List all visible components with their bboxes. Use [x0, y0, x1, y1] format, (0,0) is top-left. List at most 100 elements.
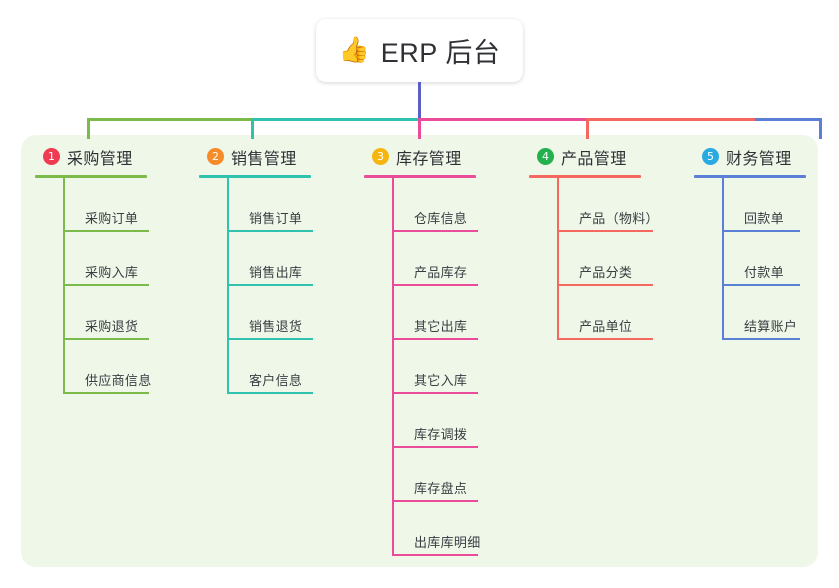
branch-item[interactable]: 产品单位: [557, 286, 659, 340]
bus-segment-3: [420, 118, 588, 121]
branch-item-label: 采购入库: [85, 265, 139, 280]
branch-item-label: 库存调拨: [414, 427, 468, 442]
branch-item-label: 仓库信息: [414, 211, 468, 226]
branch-item[interactable]: 出库库明细: [392, 502, 481, 556]
branch-stub-1: [87, 118, 90, 139]
branch-item-label: 产品（物料）: [579, 211, 659, 226]
branch-items-list: 销售订单销售出库销售退货客户信息: [227, 178, 313, 394]
root-connector-stem: [418, 82, 421, 120]
branch-item[interactable]: 产品库存: [392, 232, 481, 286]
branch-item-underline: [557, 230, 653, 232]
branch-header-3[interactable]: 3 库存管理: [364, 144, 481, 169]
branch-item-underline: [392, 500, 478, 502]
branch-spine: [557, 178, 559, 340]
branch-number-badge: 3: [372, 148, 389, 165]
branch-item-label: 其它出库: [414, 319, 468, 334]
branch-item[interactable]: 客户信息: [227, 340, 313, 394]
branch-item-label: 回款单: [744, 211, 784, 226]
branch-item-underline: [63, 392, 149, 394]
branch-underline: [694, 175, 806, 178]
bus-segment-1: [87, 118, 253, 121]
branches-panel: [21, 135, 818, 567]
branch-number-badge: 1: [43, 148, 60, 165]
branch-item[interactable]: 付款单: [722, 232, 806, 286]
branch-title: 库存管理: [396, 150, 462, 168]
branch-item[interactable]: 销售出库: [227, 232, 313, 286]
branch-underline: [364, 175, 476, 178]
root-node[interactable]: 👍 ERP 后台: [316, 19, 523, 82]
branch-item[interactable]: 产品（物料）: [557, 178, 659, 232]
branch-item[interactable]: 其它入库: [392, 340, 481, 394]
branch-item-label: 采购订单: [85, 211, 139, 226]
branch-title: 财务管理: [726, 150, 792, 168]
branch-stub-3: [418, 118, 421, 139]
branch-item-label: 付款单: [744, 265, 784, 280]
branch-spine: [722, 178, 724, 340]
branch-item[interactable]: 采购订单: [63, 178, 152, 232]
branch-item-underline: [722, 284, 800, 286]
branch-item-label: 销售出库: [249, 265, 303, 280]
branch-item-label: 采购退货: [85, 319, 139, 334]
branch-item-underline: [557, 284, 653, 286]
branch-item-label: 结算账户: [744, 319, 798, 334]
branch-number-badge: 2: [207, 148, 224, 165]
branch-number-badge: 4: [537, 148, 554, 165]
branch-underline: [199, 175, 311, 178]
branch-item-underline: [63, 338, 149, 340]
branch-item-underline: [392, 338, 478, 340]
branch-item[interactable]: 回款单: [722, 178, 806, 232]
branch-item-label: 供应商信息: [85, 373, 152, 388]
branch-spine: [63, 178, 65, 394]
branch-item-underline: [227, 338, 313, 340]
branch-item-underline: [722, 230, 800, 232]
branch-item-label: 客户信息: [249, 373, 303, 388]
branch-item-label: 库存盘点: [414, 481, 468, 496]
root-node-title: ERP 后台: [380, 38, 501, 68]
branch-item[interactable]: 其它出库: [392, 286, 481, 340]
branch-item-underline: [722, 338, 800, 340]
branch-items-list: 产品（物料） 产品分类产品单位: [557, 178, 659, 340]
branch-items-list: 回款单付款单结算账户: [722, 178, 806, 340]
branch-item-label: 出库库明细: [414, 535, 481, 550]
branch-item-underline: [557, 338, 653, 340]
branch-stub-5: [819, 118, 822, 139]
branch-item-underline: [392, 446, 478, 448]
branch-item-underline: [227, 392, 313, 394]
branch-item[interactable]: 库存调拨: [392, 394, 481, 448]
branch-column-3: 3 库存管理仓库信息产品库存其它出库其它入库库存调拨库存盘点出库库明细: [364, 144, 481, 556]
bus-segment-2: [253, 118, 420, 121]
branch-item[interactable]: 采购入库: [63, 232, 152, 286]
branch-item-label: 产品分类: [579, 265, 633, 280]
bus-segment-4: [588, 118, 755, 121]
branch-item[interactable]: 销售订单: [227, 178, 313, 232]
branch-item-underline: [227, 284, 313, 286]
branch-item[interactable]: 供应商信息: [63, 340, 152, 394]
branch-item[interactable]: 仓库信息: [392, 178, 481, 232]
branch-item-underline: [392, 392, 478, 394]
branch-item[interactable]: 库存盘点: [392, 448, 481, 502]
branch-column-2: 2 销售管理销售订单销售出库销售退货客户信息: [199, 144, 313, 394]
branch-item[interactable]: 销售退货: [227, 286, 313, 340]
branch-item-underline: [392, 230, 478, 232]
branch-item-underline: [63, 284, 149, 286]
branch-spine: [392, 178, 394, 556]
branch-item[interactable]: 结算账户: [722, 286, 806, 340]
branch-item[interactable]: 采购退货: [63, 286, 152, 340]
branch-item-label: 产品单位: [579, 319, 633, 334]
branch-header-2[interactable]: 2 销售管理: [199, 144, 311, 169]
branch-spine: [227, 178, 229, 394]
branch-item-label: 销售订单: [249, 211, 303, 226]
branch-items-list: 采购订单采购入库采购退货供应商信息: [63, 178, 152, 394]
branch-item-underline: [63, 230, 149, 232]
branch-item-label: 产品库存: [414, 265, 468, 280]
branch-title: 销售管理: [231, 150, 297, 168]
branch-item[interactable]: 产品分类: [557, 232, 659, 286]
branch-item-underline: [392, 554, 478, 556]
branch-stub-4: [586, 118, 589, 139]
